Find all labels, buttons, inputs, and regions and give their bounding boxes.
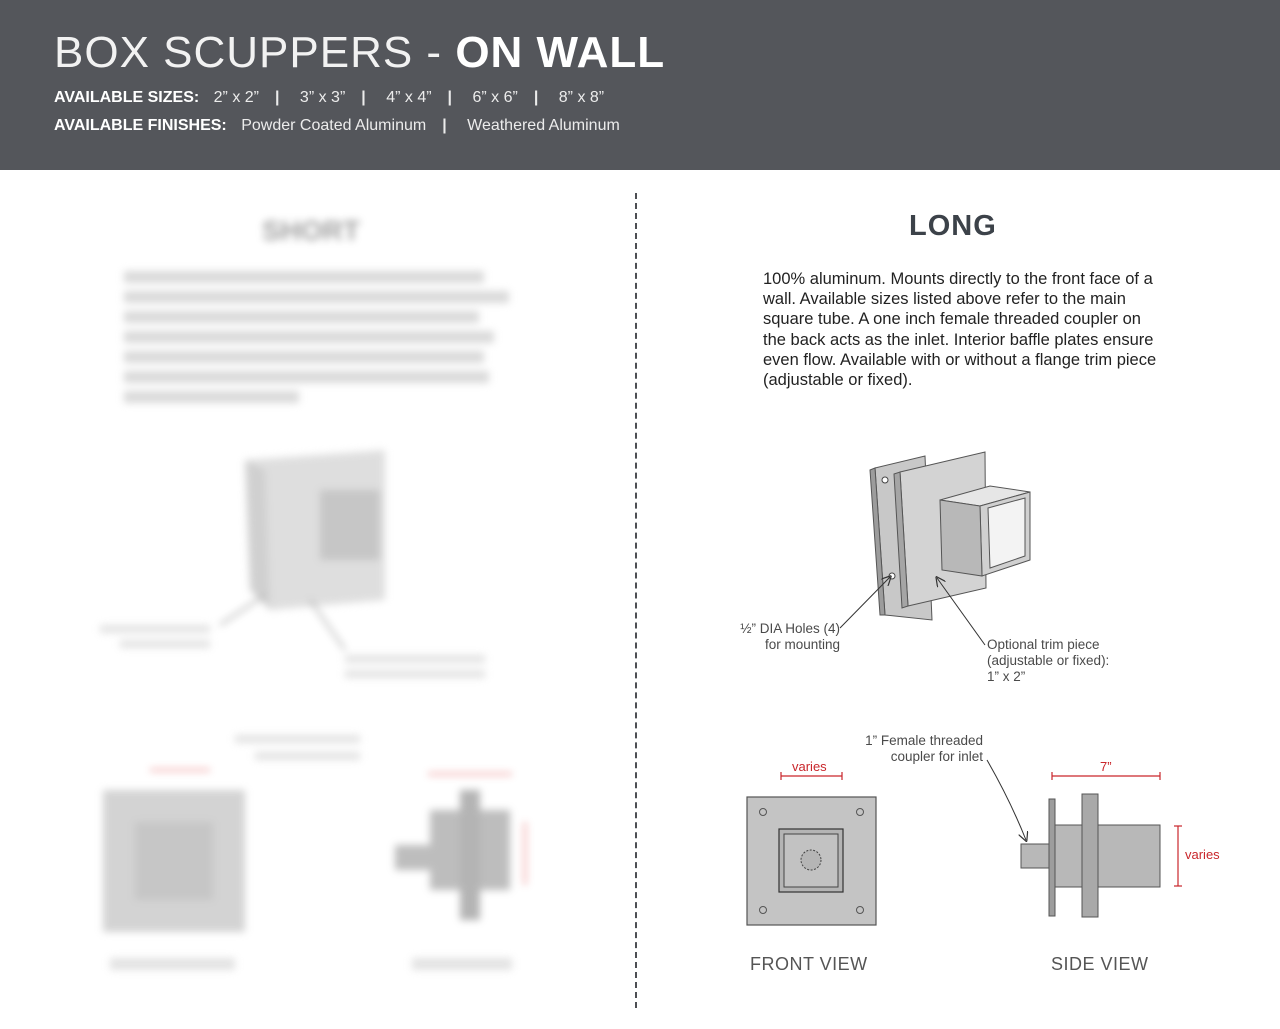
page-title: BOX SCUPPERS - ON WALL <box>54 28 665 78</box>
trim-callout-line2: (adjustable or fixed): <box>987 653 1110 668</box>
short-description-placeholder <box>124 267 524 411</box>
title-bold: ON WALL <box>455 28 666 77</box>
holes-callout: ½” DIA Holes (4) for mounting <box>728 621 840 653</box>
coupler-callout-line2: coupler for inlet <box>890 749 983 764</box>
trim-callout-line3: 1” x 2” <box>987 669 1026 684</box>
coupler-callout: 1” Female threaded coupler for inlet <box>845 733 983 765</box>
sizes-label: AVAILABLE SIZES: <box>54 89 200 106</box>
size-item: 2” x 2” <box>213 89 259 106</box>
finish-item: Weathered Aluminum <box>467 117 620 134</box>
short-diagrams-blurred <box>100 450 526 970</box>
long-diagrams <box>746 451 1182 926</box>
side-view-drawing <box>986 759 1182 918</box>
size-item: 6” x 6” <box>472 89 518 106</box>
title-light: BOX SCUPPERS - <box>54 28 456 77</box>
front-width-dimension: varies <box>792 759 827 774</box>
finishes-row: AVAILABLE FINISHES: Powder Coated Alumin… <box>54 117 620 134</box>
size-item: 4” x 4” <box>386 89 432 106</box>
panel-divider <box>635 193 637 1008</box>
short-title: SHORT <box>262 215 360 246</box>
holes-callout-line2: for mounting <box>764 637 840 652</box>
long-description: 100% aluminum. Mounts directly to the fr… <box>763 270 1157 390</box>
short-panel-blurred: SHORT <box>0 170 630 1029</box>
trim-arrow <box>937 578 986 646</box>
coupler-callout-line1: 1” Female threaded <box>865 733 983 748</box>
side-height-dimension: varies <box>1185 847 1220 862</box>
size-item: 8” x 8” <box>558 89 605 106</box>
front-view-drawing <box>746 772 877 926</box>
trim-callout-line1: Optional trim piece <box>987 637 1100 652</box>
header-banner: BOX SCUPPERS - ON WALL AVAILABLE SIZES: … <box>0 0 1280 170</box>
sizes-row: AVAILABLE SIZES: 2” x 2”| 3” x 3”| 4” x … <box>54 89 605 106</box>
front-view-label: FRONT VIEW <box>750 954 868 974</box>
finish-item: Powder Coated Aluminum <box>241 117 427 134</box>
trim-callout: Optional trim piece (adjustable or fixed… <box>987 637 1109 685</box>
long-title: LONG <box>909 210 997 242</box>
side-view-label: SIDE VIEW <box>1051 954 1149 974</box>
holes-arrow <box>839 577 890 629</box>
side-length-dimension: 7” <box>1100 759 1112 774</box>
isometric-scupper <box>869 451 1031 621</box>
size-item: 3” x 3” <box>299 89 346 106</box>
holes-callout-line1: ½” DIA Holes (4) <box>740 621 840 636</box>
finishes-label: AVAILABLE FINISHES: <box>54 117 227 134</box>
